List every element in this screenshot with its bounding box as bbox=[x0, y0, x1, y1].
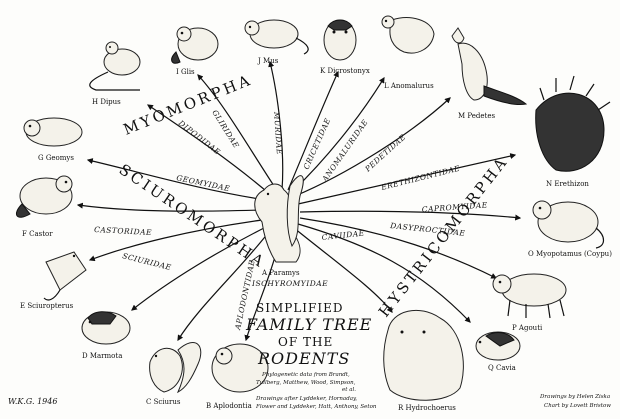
label-j: J Mus bbox=[257, 57, 279, 65]
credit-line-3: et al. bbox=[342, 387, 356, 393]
branch-caviidae bbox=[297, 223, 471, 323]
credit-line-4: Drawings after Lyddeker, Hornaday, bbox=[255, 396, 357, 402]
credit-line-5: Flower and Lyddeker, Hatt, Anthony, Seto… bbox=[255, 404, 377, 410]
signature: W.K.G. 1946 bbox=[8, 397, 57, 406]
label-e: E Sciuropterus bbox=[20, 302, 74, 310]
branch-pedetidae bbox=[294, 97, 451, 197]
animal-b-aplodontia: B Aplodontia bbox=[206, 343, 269, 410]
branch-sciurus bbox=[177, 227, 273, 342]
credit-line-1: Phylogenetic data from Brandt, bbox=[261, 372, 350, 378]
animal-p-agouti: P Agouti bbox=[492, 273, 567, 332]
branch-dipodidae bbox=[147, 104, 273, 197]
animal-l-anomalurus: L Anomalurus bbox=[381, 15, 435, 90]
animal-c-sciurus: C Sciurus bbox=[146, 342, 202, 406]
animal-e-sciuropterus: E Sciuropterus bbox=[20, 251, 87, 310]
animal-o-myopotamus: O Myopotamus (Coypu) bbox=[528, 200, 612, 258]
animal-k-dicrostonyx: K Dicrostonyx bbox=[320, 19, 370, 75]
family-erethizontidae: ERETHIZONTIDAE bbox=[379, 164, 461, 193]
animal-j-mus: J Mus bbox=[244, 19, 309, 65]
branch-dasyproctidae bbox=[299, 217, 498, 279]
branch-cricetidae bbox=[287, 70, 339, 191]
branch-capromyidae bbox=[299, 210, 522, 221]
label-m: M Pedetes bbox=[458, 112, 496, 120]
branch-castoridae bbox=[76, 202, 263, 212]
family-dipodidae: DIPODIDAE bbox=[176, 118, 222, 157]
family-cricetidae: CRICETIDAE bbox=[302, 116, 333, 170]
animal-i-glis: I Glis bbox=[171, 26, 219, 76]
animal-h-dipus: H Dipus bbox=[89, 41, 141, 106]
label-q: Q Cavia bbox=[488, 364, 516, 372]
family-pedetidae: PEDETIDAE bbox=[363, 132, 408, 174]
animal-r-hydrochoerus: R Hydrochoerus bbox=[383, 309, 464, 412]
title-line-4: RODENTS bbox=[257, 349, 350, 368]
group-hystricomorpha: HYSTRICOMORPHA bbox=[375, 152, 512, 320]
root-family: ISCHYROMYIDAE bbox=[251, 279, 328, 288]
label-c: C Sciurus bbox=[146, 398, 181, 406]
artist-line-2: Chart by Lovett Bristow bbox=[544, 403, 611, 409]
artist-line-1: Drawings by Helen Ziska bbox=[539, 394, 610, 400]
title-line-3: OF THE bbox=[278, 335, 333, 349]
label-f: F Castor bbox=[22, 230, 53, 238]
label-p: P Agouti bbox=[512, 324, 543, 332]
family-caviidae: CAVIIDAE bbox=[321, 229, 365, 242]
label-k: K Dicrostonyx bbox=[320, 67, 370, 75]
credit-line-2: Tullberg, Matthew, Wood, Simpson, bbox=[256, 380, 356, 386]
branch-geomyidae bbox=[86, 158, 267, 201]
label-o: O Myopotamus (Coypu) bbox=[528, 250, 612, 258]
family-muridae: MURIDAE bbox=[272, 111, 284, 156]
artist-credits: Drawings by Helen Ziska Chart by Lovett … bbox=[539, 394, 611, 409]
branch-hydrochoerus bbox=[293, 227, 393, 313]
label-n: N Erethizon bbox=[546, 180, 589, 188]
label-b: B Aplodontia bbox=[206, 402, 252, 410]
root-label: A Paramys bbox=[261, 269, 300, 277]
data-source-credits: Phylogenetic data from Brandt, Tullberg,… bbox=[255, 372, 377, 410]
branch-sciuropterus bbox=[88, 219, 263, 262]
branch-muridae bbox=[268, 60, 284, 191]
family-geomyidae: GEOMYIDAE bbox=[176, 173, 231, 193]
label-g: G Geomys bbox=[38, 154, 74, 162]
title-line-2: FAMILY TREE bbox=[245, 315, 372, 334]
family-sciuridae: SCIURIDAE bbox=[122, 251, 173, 272]
branch-erethizontidae bbox=[297, 153, 517, 205]
label-h: H Dipus bbox=[92, 98, 121, 106]
title-block: SIMPLIFIED FAMILY TREE OF THE RODENTS bbox=[245, 301, 372, 368]
branch-gliridae bbox=[197, 74, 279, 193]
paramys-tail bbox=[286, 175, 304, 248]
animal-f-castor: F Castor bbox=[15, 175, 73, 238]
branch-marmota bbox=[131, 225, 269, 311]
family-castoridae: CASTORIDAE bbox=[94, 225, 152, 237]
label-i: I Glis bbox=[176, 68, 195, 76]
animal-q-cavia: Q Cavia bbox=[475, 331, 521, 372]
label-l: L Anomalurus bbox=[384, 82, 434, 90]
label-r: R Hydrochoerus bbox=[398, 404, 456, 412]
animal-a-paramys: A Paramys ISCHYROMYIDAE bbox=[251, 175, 328, 288]
animal-g-geomys: G Geomys bbox=[23, 117, 83, 162]
title-line-1: SIMPLIFIED bbox=[256, 301, 343, 315]
animal-d-marmota: D Marmota bbox=[81, 311, 131, 360]
animal-m-pedetes: M Pedetes bbox=[451, 27, 528, 120]
label-d: D Marmota bbox=[82, 352, 122, 360]
animal-n-erethizon: N Erethizon bbox=[535, 75, 611, 188]
